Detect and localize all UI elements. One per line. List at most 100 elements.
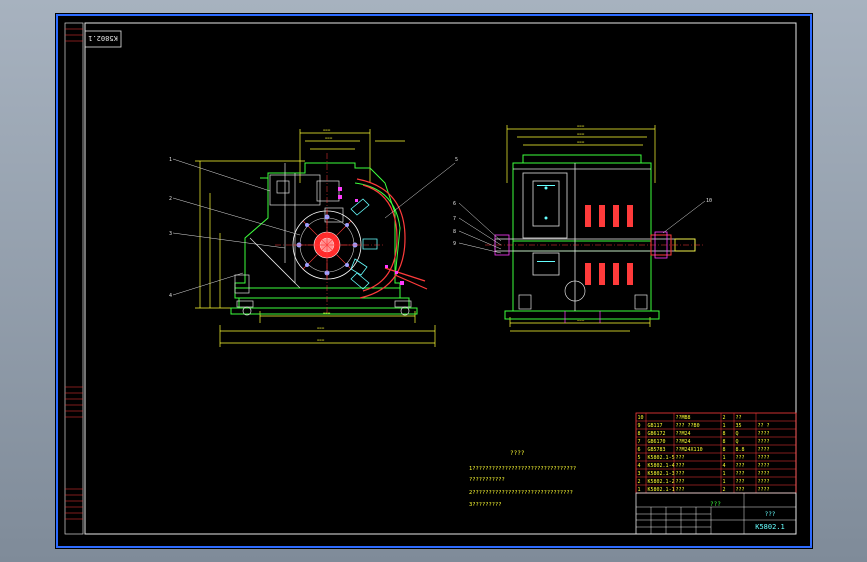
parts-cell-mat: ???	[736, 463, 745, 469]
front-centerlines	[275, 153, 385, 313]
parts-cell-code: K5802.1-1	[648, 487, 675, 493]
side-view-dimensions	[506, 125, 656, 332]
parts-cell-qty: 8	[723, 447, 726, 453]
parts-cell-name: ???	[676, 471, 685, 477]
leader-label-6: 6	[453, 201, 456, 207]
parts-cell-note: ????	[758, 455, 770, 461]
parts-cell-mat: ???	[736, 479, 745, 485]
parts-cell-note: ????	[758, 447, 770, 453]
rotated-code-box: K5802.1	[84, 30, 122, 48]
front-leaders	[172, 158, 456, 296]
drawing-frame	[84, 22, 797, 535]
svg-text:===: ===	[317, 325, 325, 330]
svg-text:===: ===	[577, 131, 585, 136]
parts-cell-mat: Q	[736, 431, 739, 437]
company-name: ???	[765, 511, 776, 518]
parts-cell-note: ????	[758, 487, 770, 493]
drawing-code: K5802.1	[755, 523, 785, 531]
side-housing-outline	[504, 154, 660, 320]
parts-cell-mat: ???	[736, 487, 745, 493]
note-line-3: 2???????????????????????????????	[469, 490, 573, 496]
side-hammer-rows	[585, 205, 633, 285]
parts-cell-no: 4	[638, 463, 641, 469]
parts-cell-qty: 1	[723, 479, 726, 485]
svg-text:===: ===	[577, 139, 585, 144]
parts-cell-no: 9	[638, 423, 641, 429]
parts-cell-no: 8	[638, 431, 641, 437]
parts-cell-code: K5802.1-2	[648, 479, 675, 485]
parts-cell-name: ??MB8	[676, 415, 691, 421]
left-margin-strip	[64, 22, 84, 535]
parts-cell-qty: 1	[723, 455, 726, 461]
parts-cell-mat: 8.8	[736, 447, 745, 453]
side-base	[518, 280, 648, 323]
parts-cell-no: 5	[638, 455, 641, 461]
leader-label-8: 8	[453, 229, 456, 235]
drawing-canvas: K5802.1	[56, 14, 812, 548]
front-internal-structure	[234, 163, 344, 294]
front-view: ====== =========	[172, 127, 456, 347]
parts-row: 5 K5802.1-5??? 1???????	[638, 455, 770, 461]
technical-notes: ???? 1???????????????????????????????? ?…	[469, 450, 576, 508]
parts-cell-name: ??? ??B0	[676, 423, 700, 429]
front-base	[236, 300, 412, 316]
leader-label-10: 10	[706, 198, 712, 204]
parts-cell-name: ??M24	[676, 439, 691, 445]
leader-label-3: 3	[169, 231, 172, 237]
front-rotor-guard	[356, 178, 428, 299]
parts-cell-no: 6	[638, 447, 641, 453]
parts-cell-note: ????	[758, 431, 770, 437]
svg-text:===: ===	[577, 123, 585, 128]
parts-cell-no: 3	[638, 471, 641, 477]
parts-cell-qty: 1	[723, 471, 726, 477]
front-accents	[338, 187, 404, 285]
parts-cell-code: GB5783	[648, 447, 666, 453]
parts-cell-name: ???	[676, 455, 685, 461]
parts-cell-no: 10	[638, 415, 644, 421]
parts-cell-qty: 1	[723, 423, 726, 429]
leader-label-1: 1	[169, 157, 172, 163]
side-door-panels	[513, 163, 651, 311]
parts-cell-mat: Q	[736, 439, 739, 445]
leader-label-4: 4	[169, 293, 172, 299]
parts-cell-note: ????	[758, 479, 770, 485]
parts-cell-no: 7	[638, 439, 641, 445]
front-rotor	[292, 198, 378, 290]
parts-cell-mat: ???	[736, 471, 745, 477]
note-line-4: 3?????????	[469, 502, 501, 508]
parts-row: 2 K5802.1-2??? 1???????	[638, 479, 770, 485]
parts-cell-note: ?? ?	[758, 423, 770, 429]
side-view: ========= ===	[458, 123, 706, 332]
drawing-name: ???	[710, 501, 721, 508]
parts-cell-code: GB6170	[648, 439, 666, 445]
svg-text:===: ===	[325, 135, 333, 140]
svg-text:===: ===	[317, 337, 325, 342]
sheet-border	[56, 14, 812, 548]
parts-cell-qty: 2	[723, 415, 726, 421]
parts-cell-name: ??M24X110	[676, 447, 703, 453]
parts-cell-mat: 35	[736, 423, 742, 429]
parts-cell-name: ???	[676, 479, 685, 485]
parts-cell-qty: 4	[723, 463, 726, 469]
side-leaders	[458, 200, 706, 254]
parts-cell-no: 1	[638, 487, 641, 493]
parts-cell-name: ???	[676, 487, 685, 493]
parts-cell-note: ????	[758, 439, 770, 445]
parts-cell-code: K5802.1-5	[648, 455, 675, 461]
parts-cell-note: ????	[758, 463, 770, 469]
parts-cell-code: K5802.1-4	[648, 463, 675, 469]
drawing-sheet: K5802.1	[55, 13, 813, 549]
parts-cell-code: GB6172	[648, 431, 666, 437]
parts-cell-no: 2	[638, 479, 641, 485]
rotated-drawing-code: K5802.1	[88, 34, 118, 42]
parts-cell-mat: ???	[736, 455, 745, 461]
note-line-1: 1????????????????????????????????	[469, 466, 576, 472]
parts-cell-qty: 8	[723, 431, 726, 437]
